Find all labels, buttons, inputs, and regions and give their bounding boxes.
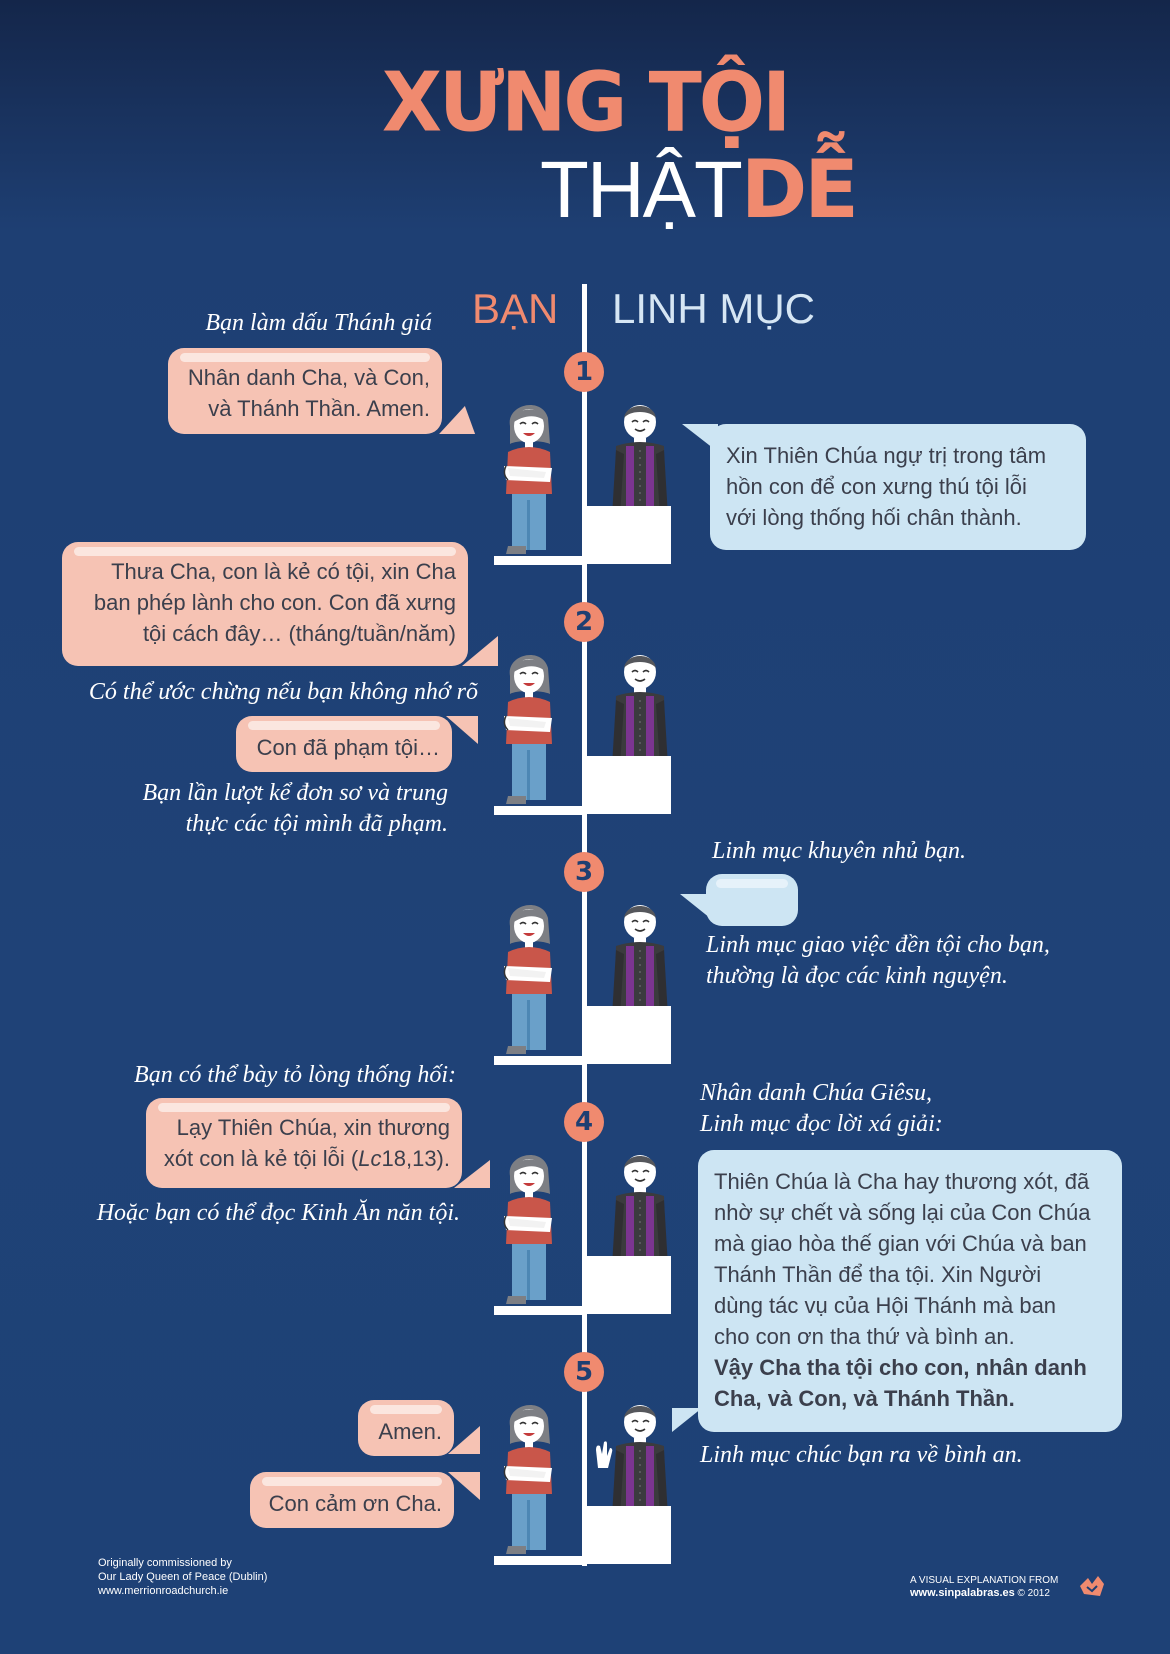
speech-bubble-sins: Con đã phạm tội… — [236, 716, 452, 772]
speech-bubble-you-step2: Thưa Cha, con là kẻ có tội, xin Cha ban … — [62, 542, 468, 666]
penitent-figure — [503, 654, 553, 805]
dotted-connector — [583, 894, 586, 938]
penitent-figure — [503, 1404, 553, 1555]
bubble-line: Lạy Thiên Chúa, xin thương — [176, 1115, 450, 1140]
dotted-connector — [583, 1394, 586, 1438]
bubble-line: tội cách đây… (tháng/tuần/năm) — [142, 621, 456, 646]
note-penance: Linh mục giao việc đền tội cho bạn, thườ… — [706, 932, 1050, 989]
bubble-tail — [672, 1408, 702, 1432]
bubble-highlight — [158, 1103, 450, 1112]
title-line1: XƯNG TỘI — [381, 55, 791, 151]
speech-bubble-priest-advice — [706, 874, 798, 926]
bubble-tail — [680, 894, 710, 918]
bubble-highlight — [262, 1477, 442, 1486]
bubble-highlight — [248, 721, 440, 730]
blessing-hand-icon — [596, 1441, 613, 1468]
speech-bubble-you-step4: Lạy Thiên Chúa, xin thương xót con là kẻ… — [146, 1098, 462, 1188]
bubble-line: và Thánh Thần. Amen. — [208, 396, 430, 421]
bubble-line: Thưa Cha, con là kẻ có tội, xin Cha — [111, 559, 456, 584]
dotted-connector — [583, 644, 586, 688]
bubble-line: Xin Thiên Chúa ngự trị trong tâm — [726, 443, 1047, 468]
penitent-figure — [503, 1154, 553, 1305]
chair-platform — [585, 756, 671, 814]
bubble-highlight — [180, 353, 430, 362]
note-act-of-contrition: Hoặc bạn có thể đọc Kinh Ăn năn tội. — [96, 1200, 460, 1226]
kneeler-platform — [494, 1056, 586, 1065]
speech-bubble-absolution: Thiên Chúa là Cha hay thương xót, đã nhờ… — [698, 1150, 1122, 1432]
step-marker-2: 2 — [564, 602, 604, 642]
speech-bubble-amen: Amen. — [358, 1400, 454, 1456]
speech-bubble-thanks: Con cảm ơn Cha. — [250, 1472, 454, 1528]
penitent-figure — [503, 404, 553, 555]
chair-platform — [585, 1506, 671, 1564]
step-marker-3: 3 — [564, 852, 604, 892]
dotted-connector — [583, 394, 586, 438]
kneeler-platform — [494, 1556, 586, 1565]
kneeler-platform — [494, 806, 586, 815]
bubble-line: xót con là kẻ tội lỗi (Lc18,13). — [163, 1146, 450, 1171]
bubble-tail — [454, 1160, 490, 1188]
bubble-highlight — [716, 879, 788, 888]
step-marker-4: 4 — [564, 1102, 604, 1142]
note-list-sins: Bạn lần lượt kể đơn sơ và trung thực các… — [142, 780, 448, 837]
credits-left: Originally commissioned by Our Lady Quee… — [98, 1557, 268, 1597]
bubble-tail — [446, 716, 478, 744]
bubble-highlight — [74, 547, 456, 556]
title-line2: THẬTDỄ — [540, 145, 859, 234]
step-marker-1: 1 — [564, 352, 604, 392]
bubble-line: với lòng thống hối chân thành. — [726, 505, 1022, 530]
bubble-line: nhờ sự chết và sống lại của Con Chúa — [714, 1200, 1091, 1225]
bubble-line: cho con ơn tha thứ và bình an. — [714, 1324, 1015, 1349]
bubble-highlight — [370, 1405, 442, 1414]
bubble-line: Thiên Chúa là Cha hay thương xót, đã — [714, 1169, 1090, 1194]
chair-platform — [585, 1006, 671, 1064]
title-line2-regular: THẬT — [540, 145, 743, 234]
speech-bubble-you-step1: Nhân danh Cha, và Con, và Thánh Thần. Am… — [168, 348, 442, 434]
bubble-line: Con đã phạm tội… — [256, 735, 440, 760]
bubble-line: Thánh Thần để tha tội. Xin Người — [714, 1262, 1042, 1287]
bubble-line: Nhân danh Cha, và Con, — [187, 365, 430, 390]
bubble-tail — [462, 636, 498, 666]
title-line2-bold: DỄ — [740, 143, 859, 236]
note-go-in-peace: Linh mục chúc bạn ra về bình an. — [700, 1442, 1023, 1468]
credits-right: A VISUAL EXPLANATION FROM www.sinpalabra… — [910, 1575, 1059, 1599]
penitent-figure — [503, 904, 553, 1055]
note-absolution-intro: Nhân danh Chúa Giêsu, Linh mục đọc lời x… — [700, 1080, 943, 1137]
bubble-tail — [448, 1426, 480, 1454]
sinpalabras-logo-icon — [1080, 1576, 1104, 1596]
bubble-tail — [448, 1472, 480, 1500]
bubble-line: Con cảm ơn Cha. — [268, 1491, 442, 1516]
bubble-line: mà giao hòa thế gian với Chúa và ban — [714, 1231, 1087, 1256]
kneeler-platform — [494, 556, 586, 565]
column-header-you: BẠN — [472, 285, 559, 332]
step-marker-5: 5 — [564, 1352, 604, 1392]
speech-bubble-priest-step1: Xin Thiên Chúa ngự trị trong tâm hồn con… — [710, 424, 1086, 550]
note-estimate: Có thể ước chừng nếu bạn không nhớ rõ — [88, 679, 478, 705]
bubble-line: hồn con để con xưng thú tội lỗi — [726, 474, 1027, 499]
kneeler-platform — [494, 1306, 586, 1315]
bubble-line: dùng tác vụ của Hội Thánh mà ban — [714, 1293, 1057, 1318]
column-header-priest: LINH MỤC — [612, 285, 816, 332]
dotted-connector — [583, 1144, 586, 1188]
bubble-tail — [682, 424, 718, 452]
bubble-line: Amen. — [378, 1419, 442, 1444]
bubble-line-bold: Cha, và Con, và Thánh Thần. — [714, 1386, 1015, 1411]
note-priest-advice: Linh mục khuyên nhủ bạn. — [712, 838, 966, 864]
bubble-line-bold: Vậy Cha tha tội cho con, nhân danh — [714, 1355, 1087, 1380]
chair-platform — [585, 1256, 671, 1314]
chair-platform — [585, 506, 671, 564]
bubble-line: ban phép lành cho con. Con đã xưng — [93, 590, 456, 615]
note-sign-of-cross: Bạn làm dấu Thánh giá — [205, 310, 432, 336]
note-contrition: Bạn có thể bày tỏ lòng thống hối: — [134, 1062, 456, 1088]
